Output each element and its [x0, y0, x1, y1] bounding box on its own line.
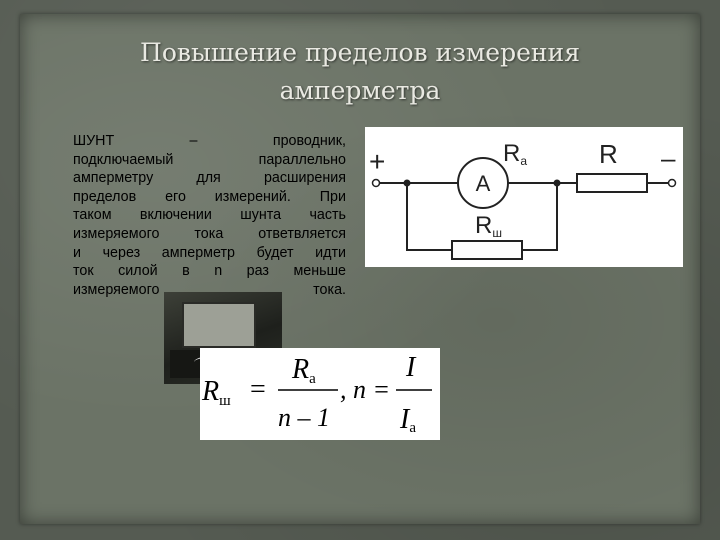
shunt-description: ШУНТ – проводник, подключаемый параллель…: [73, 133, 346, 298]
wire-shunt-left: [406, 183, 452, 251]
formula-separator: , n =: [340, 375, 390, 404]
ammeter-symbol: [457, 157, 509, 209]
plus-label: +: [369, 146, 385, 177]
ra-label: Rа: [503, 140, 527, 168]
resistor-shunt: [451, 240, 523, 260]
rsh-label: Rш: [475, 212, 502, 240]
formula-denominator-2: Iа: [399, 404, 416, 436]
slide-title: Повышение пределов измерения амперметра: [140, 38, 580, 105]
formula-eq: =: [250, 374, 266, 405]
circuit-diagram: + – A Rа R Rш: [365, 127, 683, 267]
ammeter-label: A: [476, 171, 491, 196]
shunt-formula: Rш = Rа n – 1 , n = I Iа: [200, 348, 440, 440]
resistor-r: [576, 173, 648, 193]
junction-right: [553, 179, 561, 187]
terminal-minus: [667, 178, 677, 188]
terminal-plus: [371, 178, 381, 188]
formula-numerator-2: I: [405, 352, 417, 383]
minus-label: –: [661, 143, 676, 173]
ammeter-dial: [182, 302, 256, 348]
wire-shunt-right: [522, 183, 558, 251]
junction-left: [403, 179, 411, 187]
formula-lhs: Rш: [201, 376, 231, 409]
r-label: R: [599, 139, 618, 169]
content-panel: [20, 14, 700, 524]
formula-numerator: Rа: [291, 354, 316, 387]
formula-denominator: n – 1: [278, 403, 330, 432]
